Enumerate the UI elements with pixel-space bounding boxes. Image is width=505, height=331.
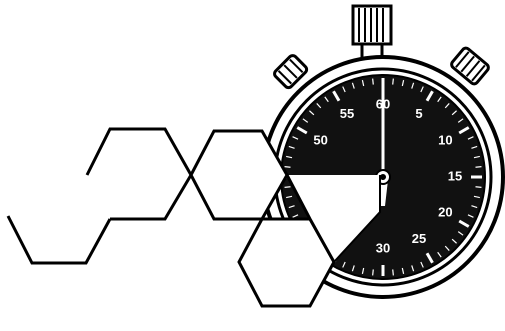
dial-tick — [471, 145, 478, 149]
dial-number: 30 — [376, 240, 390, 255]
dial-tick — [471, 205, 478, 209]
open-hexagon-bottom — [6, 215, 112, 265]
stopwatch-crown — [351, 4, 393, 62]
dial-tick — [361, 80, 365, 87]
dial-tick — [372, 78, 374, 85]
dial-number: 20 — [438, 204, 452, 219]
dial-tick — [457, 118, 464, 123]
dial-tick — [437, 96, 442, 103]
dial-tick — [324, 96, 329, 103]
dial-tick — [372, 269, 374, 276]
dial-tick — [288, 205, 295, 209]
dial-tick — [451, 110, 457, 116]
hexagon-bridge-edge-right — [333, 175, 381, 263]
dial-tick — [302, 118, 309, 123]
hexagon-bridge — [287, 175, 380, 262]
dial-tick — [444, 245, 450, 251]
dial-tick — [288, 145, 295, 149]
dial-tick — [401, 80, 405, 87]
dial-tick — [467, 136, 474, 140]
dial-tick — [420, 86, 424, 93]
dial-tick — [458, 126, 470, 135]
dial-numbers: 60510152025305055 — [313, 96, 462, 255]
dial-tick — [351, 265, 355, 272]
dial-tick — [342, 86, 346, 93]
open-hexagon-top — [85, 127, 193, 221]
dial-tick — [420, 261, 424, 268]
dial-tick — [284, 186, 291, 188]
dial-tick — [457, 231, 464, 236]
dial-tick — [392, 78, 394, 85]
dial-tick — [473, 155, 480, 159]
dial-tick — [437, 251, 442, 258]
hexagon-bridge-edge — [285, 174, 336, 263]
dial-tick — [361, 267, 365, 274]
dial-tick — [444, 103, 450, 109]
dial-tick — [425, 90, 434, 102]
dial-tick — [475, 186, 482, 188]
dial-tick — [425, 252, 434, 264]
stopwatch-right-pusher — [450, 46, 490, 86]
dial-tick — [451, 238, 457, 244]
dial-number: 10 — [438, 132, 452, 147]
dial-tick — [296, 126, 308, 135]
dial-tick — [411, 265, 415, 272]
dial-number: 25 — [412, 231, 426, 246]
dial-tick — [316, 103, 322, 109]
dial-tick — [411, 82, 415, 89]
dial-tick — [286, 155, 293, 159]
dial-tick — [292, 136, 299, 140]
dial-number: 55 — [340, 106, 354, 121]
dial-number: 15 — [448, 168, 462, 183]
dial-tick — [286, 195, 293, 199]
dial-tick — [473, 195, 480, 199]
dial-tick — [401, 267, 405, 274]
dial-number: 5 — [415, 106, 422, 121]
dial-tick — [284, 166, 291, 168]
dial-tick — [467, 214, 474, 218]
hexagon-chain-icon — [6, 127, 381, 308]
dial-tick — [458, 219, 470, 228]
dial-tick — [309, 110, 315, 116]
dial-tick — [292, 214, 299, 218]
dial-tick — [392, 269, 394, 276]
dial-number: 50 — [313, 132, 327, 147]
stopwatch-left-pusher — [273, 54, 309, 90]
dial-tick — [342, 261, 346, 268]
dial-tick — [332, 90, 341, 102]
dial-tick — [475, 166, 482, 168]
dial-tick — [351, 82, 355, 89]
